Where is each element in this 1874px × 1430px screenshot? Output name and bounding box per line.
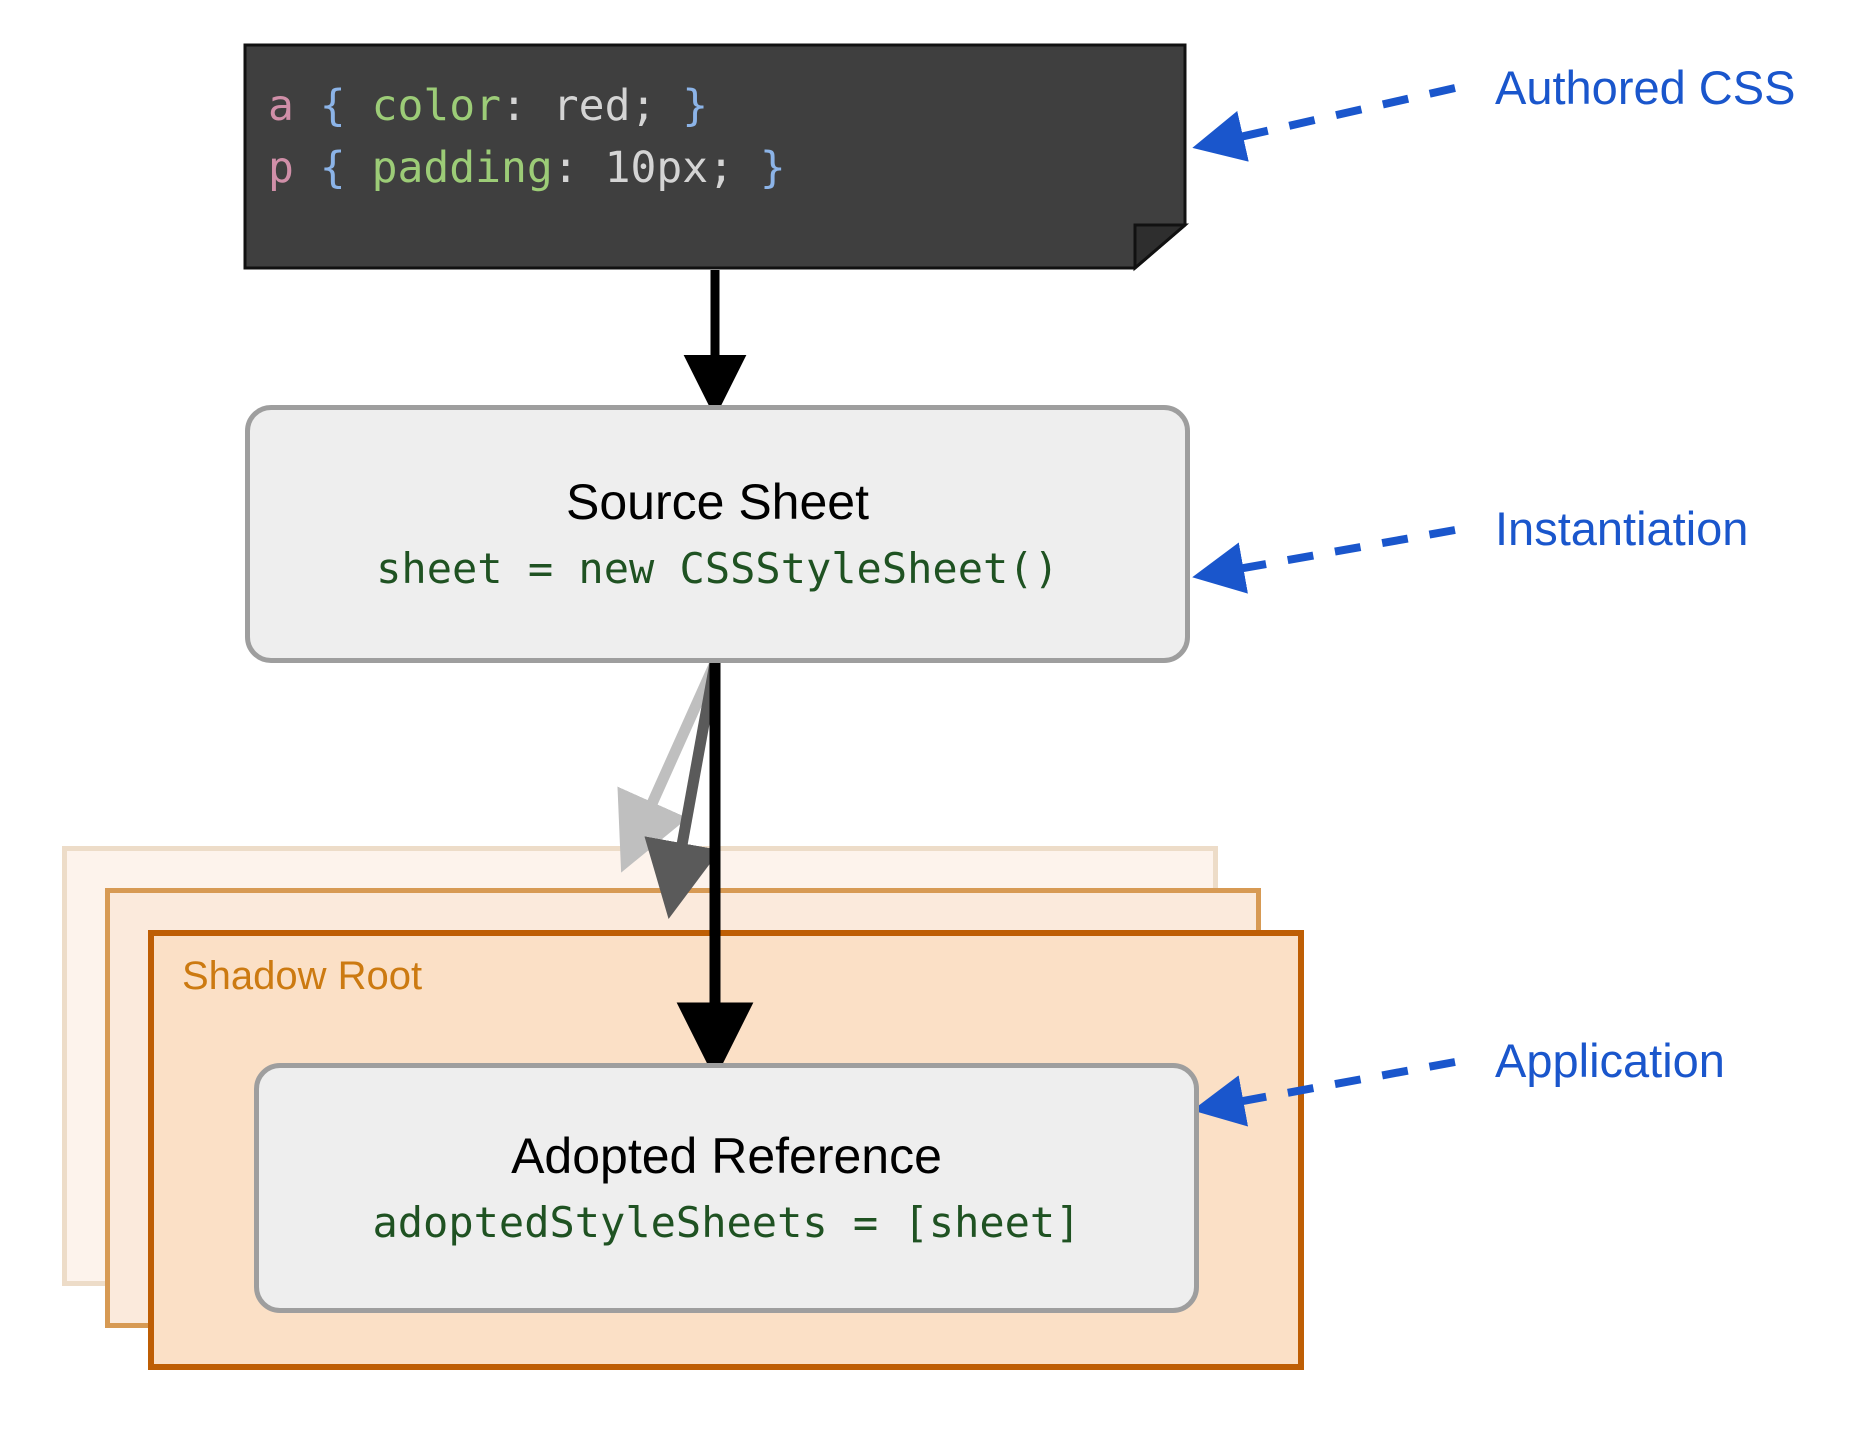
node-source-sheet: Source Sheet sheet = new CSSStyleSheet() [245,405,1190,663]
node-adopted-reference: Adopted Reference adoptedStyleSheets = [… [254,1063,1199,1313]
code-property: color [371,81,502,131]
code-colon: : [552,143,579,193]
annotation-label-application: Application [1495,1034,1725,1087]
annotation-arrow-application [1192,1058,1456,1127]
annotation-label-authored-css: Authored CSS [1495,61,1796,114]
annotation-label-instantiation: Instantiation [1495,502,1749,555]
node-adopted-reference-title: Adopted Reference [511,1128,942,1185]
code-line-1: a { color: red; } [268,81,708,131]
authored-css-code: a { color: red; } p { padding: 10px; } [268,75,786,199]
code-open-brace: { [319,81,346,131]
annotation-arrow-instantiation [1192,526,1456,594]
code-close-brace: } [759,143,786,193]
shadow-root-label: Shadow Root [182,954,423,998]
node-source-sheet-title: Source Sheet [566,474,869,531]
code-open-brace: { [319,143,346,193]
code-property: padding [371,143,553,193]
code-value: red; [552,81,657,131]
code-colon: : [501,81,527,131]
code-value: 10px; [604,143,735,193]
authored-css-note [243,43,1190,272]
node-adopted-reference-code: adoptedStyleSheets = [sheet] [372,1198,1081,1248]
code-line-2: p { padding: 10px; } [268,143,786,193]
code-close-brace: } [682,81,709,131]
node-source-sheet-code: sheet = new CSSStyleSheet() [376,544,1059,594]
arrow-source-to-shadow-back [617,660,721,873]
code-selector: a [268,81,294,131]
code-selector: p [268,143,294,193]
annotation-arrow-authored-css [1192,84,1456,162]
arrow-source-to-shadow-middle [644,662,721,919]
